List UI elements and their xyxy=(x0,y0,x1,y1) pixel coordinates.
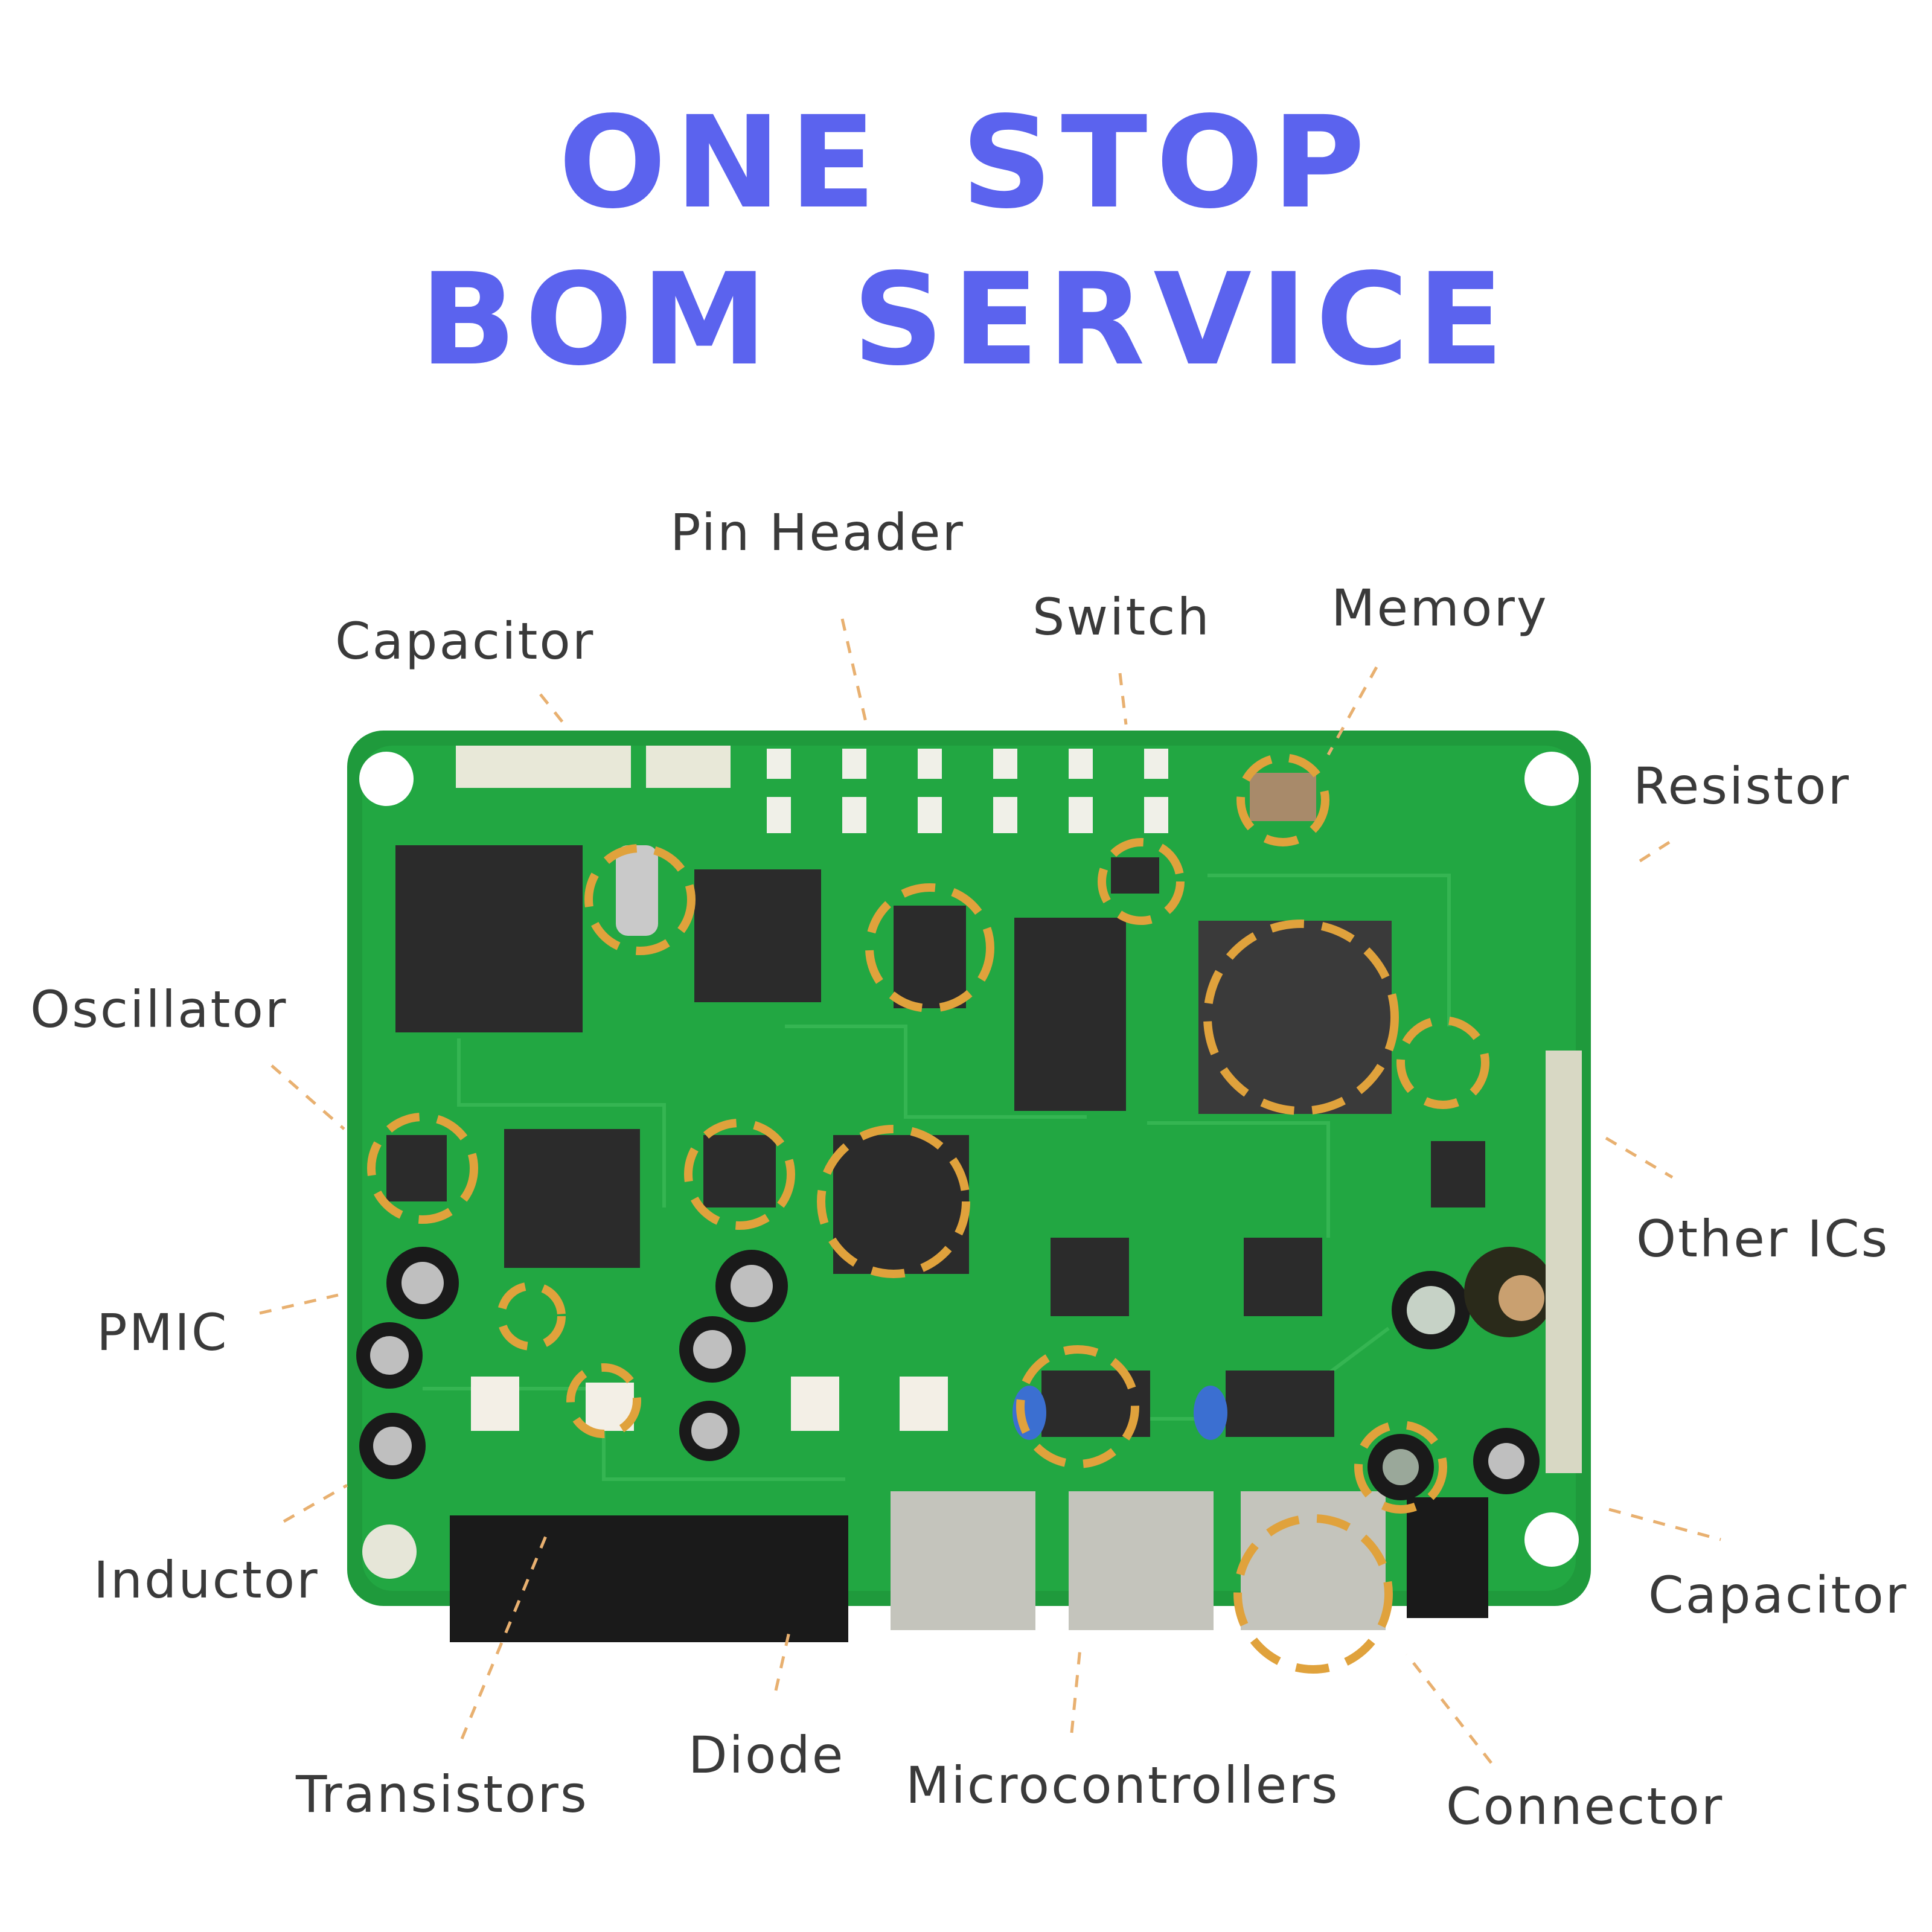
highlight-markers xyxy=(367,753,1489,1674)
oscillator-part xyxy=(1250,773,1316,821)
mounting-hole xyxy=(359,752,414,806)
label-capacitor-top: Capacitor xyxy=(335,612,595,671)
qfn-chip xyxy=(1244,1238,1322,1316)
label-connector: Connector xyxy=(1446,1777,1724,1836)
memory-chip xyxy=(1014,918,1126,1111)
label-pmic: PMIC xyxy=(97,1303,229,1362)
switch-chip xyxy=(1111,857,1159,894)
rj45-port xyxy=(891,1491,1035,1630)
terminal-block xyxy=(450,1515,848,1642)
title-line-1: ONE STOP xyxy=(558,89,1374,237)
title-line-2: BOM SERVICE xyxy=(420,246,1512,394)
leader-lines xyxy=(259,618,1721,1764)
mounting-hole xyxy=(1524,752,1579,806)
pin-header xyxy=(456,746,631,788)
qfp-chip xyxy=(694,869,821,1002)
mcu-chip-large xyxy=(395,845,583,1032)
transformer-chip xyxy=(1226,1371,1334,1437)
qfn-chip xyxy=(1051,1238,1129,1316)
label-capacitor-right: Capacitor xyxy=(1648,1566,1908,1625)
qfn-chip xyxy=(703,1135,776,1208)
regulator xyxy=(1431,1141,1485,1208)
rj45-port xyxy=(1241,1491,1386,1630)
pin-header xyxy=(646,746,731,788)
label-other-ics: Other ICs xyxy=(1636,1209,1890,1268)
label-diode: Diode xyxy=(688,1726,845,1785)
label-switch: Switch xyxy=(1032,587,1211,647)
crystal xyxy=(616,845,658,936)
rj45-port xyxy=(1069,1491,1214,1630)
soic-chip xyxy=(894,906,966,1008)
smd-components xyxy=(767,749,1168,833)
electrolytic-capacitors xyxy=(356,1247,1555,1500)
mounting-hole xyxy=(1524,1512,1579,1567)
label-memory: Memory xyxy=(1331,578,1549,638)
dc-jack xyxy=(1407,1497,1488,1618)
label-microcontrollers: Microcontrollers xyxy=(906,1756,1340,1815)
side-pin-header xyxy=(1546,1051,1582,1473)
mounting-hole xyxy=(362,1524,417,1579)
label-transistors: Transistors xyxy=(296,1765,589,1824)
qfp-chip xyxy=(504,1129,640,1268)
pmic-chip xyxy=(386,1135,447,1201)
label-pin-header: Pin Header xyxy=(670,503,965,562)
label-inductor: Inductor xyxy=(94,1550,319,1610)
label-resistor: Resistor xyxy=(1633,756,1850,816)
label-oscillator: Oscillator xyxy=(30,980,288,1039)
